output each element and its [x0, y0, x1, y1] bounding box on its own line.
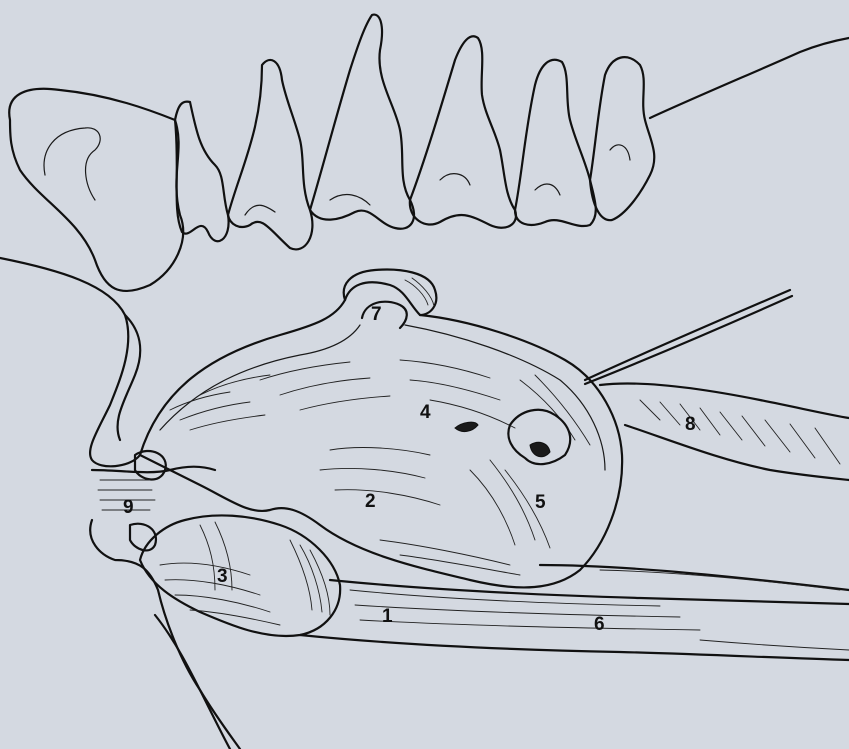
label-1: 1: [382, 606, 393, 627]
label-6: 6: [594, 614, 605, 635]
label-5: 5: [535, 492, 546, 513]
label-9: 9: [123, 497, 134, 518]
structure-8: [600, 383, 849, 480]
label-8: 8: [685, 414, 696, 435]
structure-3: [140, 515, 340, 636]
label-3: 3: [217, 566, 228, 587]
body-wall: [0, 258, 240, 749]
label-4: 4: [420, 402, 431, 423]
label-7: 7: [371, 304, 382, 325]
probe-needle: [585, 290, 792, 384]
vertebral-column: [9, 15, 849, 291]
bladder: [140, 282, 622, 587]
structure-7: [344, 270, 437, 328]
labels: 1 2 3 4 5 6 7 8 9: [123, 304, 696, 635]
label-2: 2: [365, 491, 376, 512]
